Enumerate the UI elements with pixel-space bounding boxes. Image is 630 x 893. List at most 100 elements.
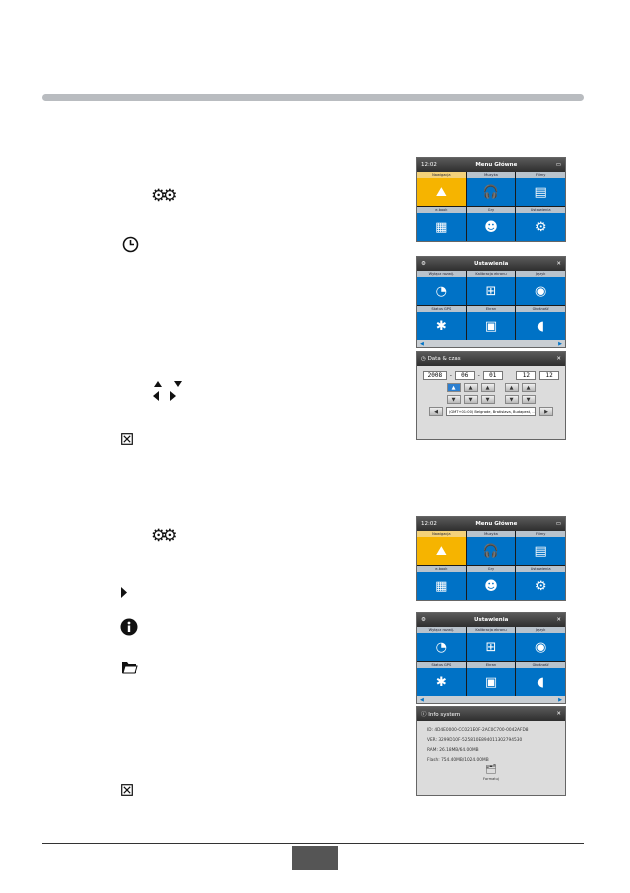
tile-language[interactable]: Język◉ — [516, 627, 565, 661]
tile-power[interactable]: Wyłącz rozwij.◔ — [417, 627, 466, 661]
map-icon: ⛰ — [435, 543, 447, 559]
tile-volume[interactable]: Głośność◖ — [516, 306, 565, 340]
footer-line — [42, 843, 584, 844]
tile-movies[interactable]: Filmy▤ — [516, 172, 565, 206]
satellite-icon: ✱ — [435, 318, 447, 334]
menu-title: Menu Główne — [475, 521, 518, 527]
tile-settings[interactable]: Ustawienia⚙ — [516, 566, 565, 600]
down-button[interactable]: ▼ — [463, 395, 478, 404]
tile-power[interactable]: Wyłącz rozwij.◔ — [417, 271, 466, 305]
datetime-screenshot: ◷ Data & czas ✕ 2008- 06- 01 12 12 ▲▲▲▲▲… — [416, 351, 566, 440]
gear-icon: ⚙ — [421, 617, 426, 623]
tile-music[interactable]: Muzyka🎧 — [466, 172, 516, 206]
settings-title: Ustawienia — [474, 617, 509, 623]
screen-icon: ▣ — [484, 318, 498, 334]
flash-usage: Flash: 754.40MB/1024.00MB — [427, 758, 489, 763]
down-button[interactable]: ▼ — [446, 395, 461, 404]
up-button[interactable]: ▲ — [521, 383, 536, 392]
info-icon — [120, 618, 138, 640]
clock-icon — [122, 236, 139, 257]
power-icon: ◔ — [435, 283, 447, 299]
city-next-button[interactable]: ▶ — [539, 407, 553, 416]
down-button[interactable]: ▼ — [504, 395, 519, 404]
next-arrow-icon[interactable]: ▶ — [558, 340, 562, 347]
headphones-icon: 🎧 — [482, 543, 500, 559]
up-button[interactable]: ▲ — [480, 383, 495, 392]
tile-ebook[interactable]: e-book▦ — [417, 566, 466, 600]
down-button[interactable]: ▼ — [480, 395, 495, 404]
clock-time: 12:02 — [421, 162, 437, 168]
main-menu-screenshot: 12:02 Menu Główne ▭ Nawigacja⛰ Muzyka🎧 F… — [416, 157, 566, 242]
close-icon[interactable]: ✕ — [556, 617, 561, 623]
main-menu-screenshot: 12:02 Menu Główne ▭ Nawigacja⛰ Muzyka🎧 F… — [416, 516, 566, 601]
document-icon: ▦ — [435, 578, 448, 594]
close-icon[interactable]: ✕ — [556, 356, 561, 362]
tile-gps[interactable]: Status GPS✱ — [417, 306, 466, 340]
up-button[interactable]: ▲ — [446, 383, 461, 392]
info-icon: ⓘ Info system — [421, 712, 461, 718]
device-id: ID: 4D4E0000-CC021E0F-2AC0C700-0042AFD8 — [427, 728, 529, 733]
down-button[interactable]: ▼ — [521, 395, 536, 404]
film-icon: ▤ — [534, 543, 547, 559]
prev-arrow-icon[interactable]: ◀ — [420, 340, 424, 347]
tile-navigation[interactable]: Nawigacja⛰ — [417, 531, 466, 565]
globe-icon: ◉ — [534, 639, 547, 655]
chevron-right-icon — [121, 583, 127, 602]
tile-games[interactable]: Gry☻ — [466, 207, 516, 241]
tile-music[interactable]: Muzyka🎧 — [466, 531, 516, 565]
folder-icon — [121, 660, 138, 679]
tile-gps[interactable]: Status GPS✱ — [417, 662, 466, 696]
close-icon[interactable]: ✕ — [556, 711, 561, 717]
header-divider-bar — [42, 94, 584, 101]
clock-icon: ◷ Data & czas — [421, 356, 461, 362]
tile-screen[interactable]: Ekran▣ — [466, 662, 516, 696]
ram-usage: RAM: 26.18MB/64.00MB — [427, 748, 479, 753]
hour-field[interactable]: 12 — [516, 371, 537, 380]
power-icon: ◔ — [435, 639, 447, 655]
up-button[interactable]: ▲ — [504, 383, 519, 392]
settings-screenshot: ⚙ Ustawienia ✕ Wyłącz rozwij.◔ Kalibracj… — [416, 256, 566, 348]
format-icon[interactable]: 🗂 — [485, 765, 497, 775]
headphones-icon: 🎧 — [482, 184, 500, 200]
prev-arrow-icon[interactable]: ◀ — [420, 696, 424, 703]
menu-title: Menu Główne — [475, 162, 518, 168]
tile-movies[interactable]: Filmy▤ — [516, 531, 565, 565]
next-arrow-icon[interactable]: ▶ — [558, 696, 562, 703]
gear-icon: ⚙⚙ — [151, 186, 178, 206]
format-button-label[interactable]: Formatuj — [483, 777, 499, 781]
timezone-field: (GMT+01:00) Belgrade, Bratislava, Budape… — [446, 407, 536, 416]
tile-ebook[interactable]: e-book▦ — [417, 207, 466, 241]
version: VER: 3299D10F-525810E894011302794530 — [427, 738, 523, 743]
arrow-keys-icon — [150, 378, 188, 406]
day-field[interactable]: 01 — [482, 371, 503, 380]
close-icon — [121, 781, 133, 800]
up-button[interactable]: ▲ — [463, 383, 478, 392]
datetime-title: Data & czas — [427, 356, 461, 362]
grid-icon: ⊞ — [485, 283, 497, 299]
sysinfo-title: Info system — [428, 712, 461, 718]
month-field[interactable]: 06 — [454, 371, 475, 380]
year-field[interactable]: 2008 — [423, 371, 447, 380]
tile-calibration[interactable]: Kalibracja ekranu⊞ — [466, 627, 516, 661]
gear-icon: ⚙ — [534, 219, 547, 235]
battery-icon: ▭ — [555, 162, 561, 168]
games-icon: ☻ — [484, 219, 498, 235]
speaker-icon: ◖ — [537, 674, 545, 690]
tile-calibration[interactable]: Kalibracja ekranu⊞ — [466, 271, 516, 305]
settings-screenshot: ⚙ Ustawienia ✕ Wyłącz rozwij.◔ Kalibracj… — [416, 612, 566, 704]
tile-navigation[interactable]: Nawigacja⛰ — [417, 172, 466, 206]
speaker-icon: ◖ — [537, 318, 545, 334]
tile-volume[interactable]: Głośność◖ — [516, 662, 565, 696]
minute-field[interactable]: 12 — [539, 371, 559, 380]
tile-settings[interactable]: Ustawienia⚙ — [516, 207, 565, 241]
tile-screen[interactable]: Ekran▣ — [466, 306, 516, 340]
games-icon: ☻ — [484, 578, 498, 594]
document-icon: ▦ — [435, 219, 448, 235]
tile-language[interactable]: Język◉ — [516, 271, 565, 305]
globe-icon: ◉ — [534, 283, 547, 299]
city-prev-button[interactable]: ◀ — [429, 407, 443, 416]
tile-games[interactable]: Gry☻ — [466, 566, 516, 600]
gear-icon: ⚙ — [421, 261, 426, 267]
settings-title: Ustawienia — [474, 261, 509, 267]
close-icon[interactable]: ✕ — [556, 261, 561, 267]
